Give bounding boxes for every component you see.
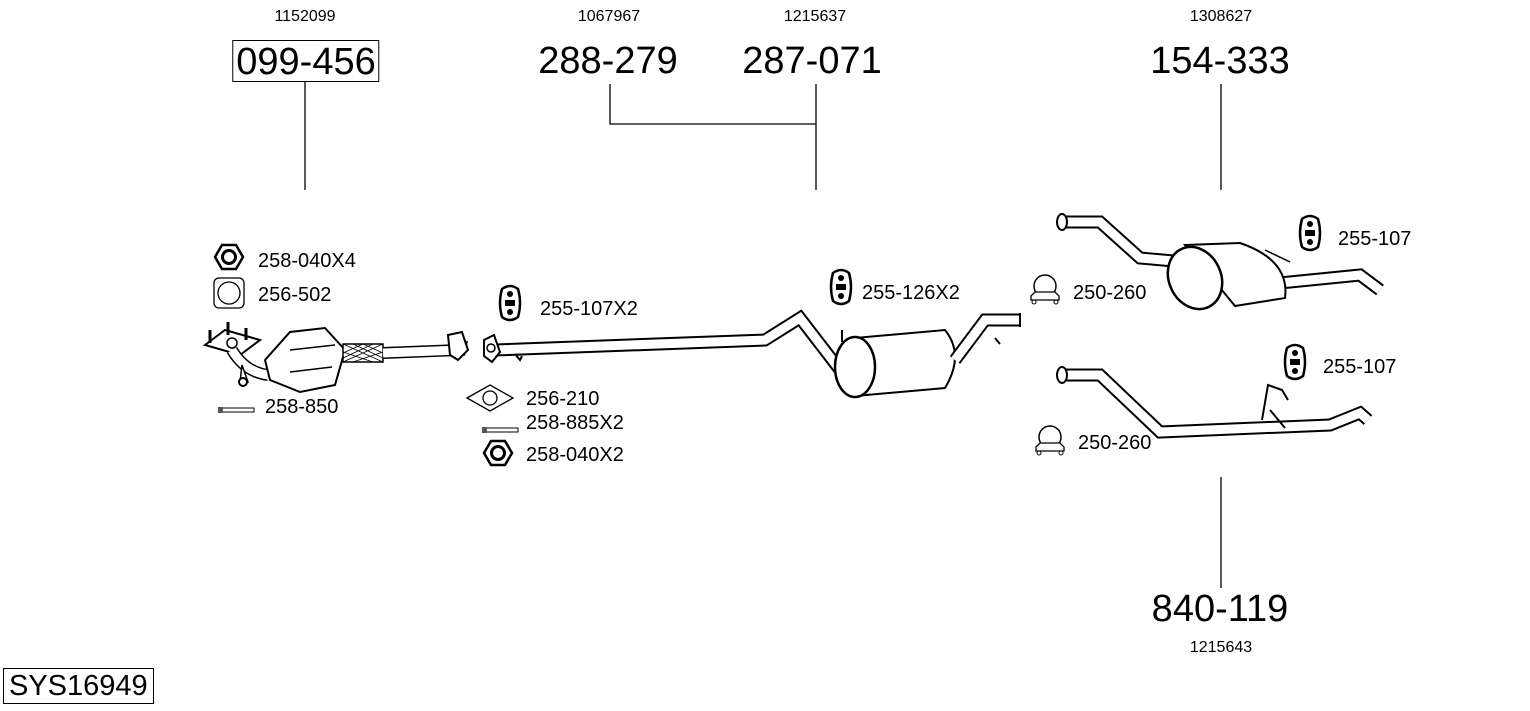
system-code: SYS16949 [3,668,154,704]
accessory-label[interactable]: 256-502 [258,284,332,306]
catalytic-converter[interactable] [202,322,470,394]
accessory-label[interactable]: 255-126X2 [862,282,960,304]
clamp-icon [1035,425,1065,456]
clamp-icon [1030,274,1060,305]
reference-number: 1215637 [783,8,847,25]
part-number-rear-muffler[interactable]: 154-333 [1150,40,1290,82]
accessory-label[interactable]: 255-107X2 [540,298,638,320]
accessory-label[interactable]: 256-210 [526,388,600,410]
nut-icon [213,243,245,271]
accessory-label[interactable]: 250-260 [1073,282,1147,304]
part-number-front-pipe[interactable]: 288-279 [538,40,678,82]
accessory-label[interactable]: 258-040X4 [258,250,356,272]
reference-number: 1067967 [577,8,641,25]
reference-number: 1308627 [1189,8,1253,25]
accessory-label[interactable]: 250-260 [1078,432,1152,454]
part-number-middle-muffler[interactable]: 287-071 [742,40,882,82]
reference-number: 1152099 [274,8,336,25]
accessory-label[interactable]: 258-040X2 [526,444,624,466]
tail-pipe[interactable] [1056,366,1373,439]
gasket-icon [213,277,245,309]
part-number-tail-pipe[interactable]: 840-119 [1151,588,1289,630]
rear-muffler[interactable] [1056,213,1384,318]
rubber-hanger-icon [498,284,522,322]
part-number-catalyst[interactable]: 099-456 [232,40,380,82]
middle-pipe-muffler[interactable] [483,309,1021,399]
accessory-label[interactable]: 255-107 [1323,356,1397,378]
gasket-icon [465,384,515,412]
accessory-label[interactable]: 255-107 [1338,228,1412,250]
rubber-hanger-icon [1298,214,1322,252]
bolt-icon [217,406,255,414]
rubber-hanger-icon [829,268,853,306]
accessory-label[interactable]: 258-885X2 [526,412,624,434]
bolt-icon [481,426,519,434]
nut-icon [482,439,514,467]
rubber-hanger-icon [1283,343,1307,381]
leader-lines [304,81,1222,588]
reference-number: 1215643 [1189,639,1253,656]
accessory-label[interactable]: 258-850 [265,396,339,418]
